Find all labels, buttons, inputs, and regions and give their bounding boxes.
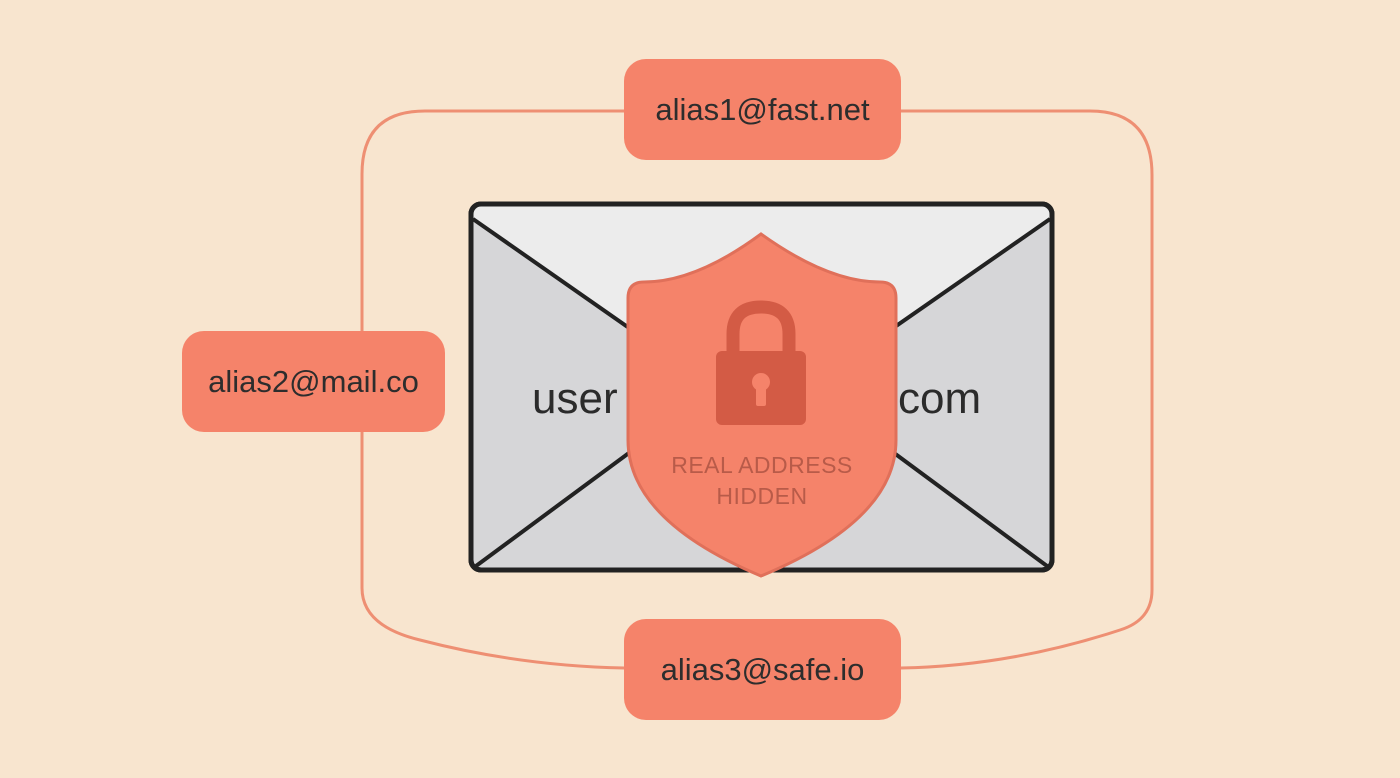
shield-label-line2: HIDDEN [716, 483, 808, 509]
shield-label-line1: REAL ADDRESS [671, 452, 853, 478]
envelope-address-right: com [898, 374, 982, 423]
alias-badge-1: alias1@fast.net [624, 59, 901, 160]
alias-connector-loop [360, 109, 1154, 670]
padlock-icon [716, 300, 806, 425]
alias-badge-3: alias3@safe.io [624, 619, 901, 720]
envelope-address-left: user [532, 374, 618, 423]
alias-badge-2: alias2@mail.co [182, 331, 445, 432]
